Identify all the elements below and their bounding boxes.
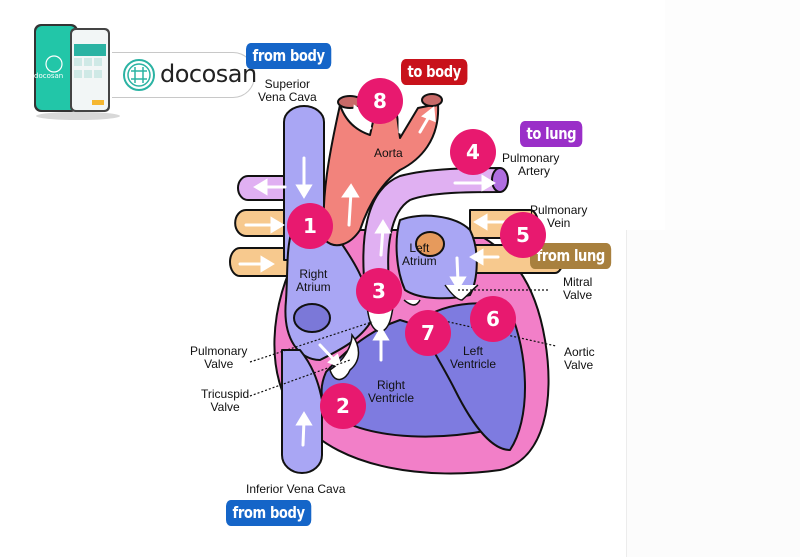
label-aortic-valve: Aortic Valve — [564, 346, 595, 372]
label-line: Atrium — [296, 280, 331, 294]
label-right-ventricle: Right Ventricle — [368, 379, 414, 405]
label-right-atrium: Right Atrium — [296, 268, 331, 294]
right-atrium-opening — [293, 303, 331, 333]
phone-screen-label: docosan — [34, 72, 64, 80]
badge-from-body-top: from body — [246, 43, 332, 69]
step-marker-6: 6 — [470, 296, 516, 342]
step-marker-1: 1 — [287, 203, 333, 249]
left-atrium-opening — [415, 231, 445, 257]
background-panel-top-right — [665, 0, 800, 230]
badge-to-lung: to lung — [520, 121, 583, 147]
tricuspid-valve-shape — [329, 332, 360, 381]
label-line: Atrium — [402, 254, 437, 268]
aortic-valve-shape — [403, 299, 421, 306]
label-line: Left — [463, 344, 484, 358]
brand-name: docosan — [160, 60, 257, 88]
step-marker-4: 4 — [450, 129, 496, 175]
label-line: Valve — [563, 288, 593, 302]
label-line: Pulmonary — [502, 151, 560, 165]
label-line: Tricuspid — [201, 387, 250, 401]
step-marker-2: 2 — [320, 383, 366, 429]
step-marker-8: 8 — [357, 78, 403, 124]
label-line: Vein — [547, 216, 571, 230]
badge-to-body: to body — [401, 59, 468, 85]
label-line: Valve — [204, 357, 234, 371]
label-line: Pulmonary — [190, 344, 248, 358]
mitral-valve-shape — [444, 284, 479, 301]
label-pulmonary-artery: Pulmonary Artery — [502, 152, 559, 178]
label-tricuspid-valve: Tricuspid Valve — [201, 388, 249, 414]
label-mitral-valve: Mitral Valve — [563, 276, 592, 302]
label-line: Valve — [564, 358, 594, 372]
docosan-logo-icon — [123, 59, 155, 91]
label-line: Mitral — [563, 275, 593, 289]
label-line: Aortic — [564, 345, 595, 359]
label-line: Pulmonary — [530, 203, 588, 217]
background-panel-right — [626, 230, 800, 557]
label-line: Valve — [210, 400, 240, 414]
label-superior-vena-cava: Superior Vena Cava — [258, 78, 317, 104]
step-marker-5: 5 — [500, 212, 546, 258]
label-left-ventricle: Left Ventricle — [450, 345, 496, 371]
label-line: Ventricle — [450, 357, 497, 371]
label-line: Vena Cava — [258, 90, 317, 104]
label-left-atrium: Left Atrium — [402, 242, 437, 268]
step-marker-3: 3 — [356, 268, 402, 314]
left-pulmonary-vein-upper — [234, 209, 293, 237]
label-line: Right — [299, 267, 328, 281]
label-line: Left — [409, 241, 430, 255]
badge-from-lung: from lung — [530, 243, 612, 269]
label-line: Artery — [518, 164, 551, 178]
label-line: Right — [377, 378, 406, 392]
label-line: Ventricle — [368, 391, 415, 405]
leader-tricuspid-valve — [249, 359, 351, 397]
badge-from-body-bottom: from body — [226, 500, 312, 526]
step-marker-7: 7 — [405, 310, 451, 356]
label-line: Superior — [264, 77, 311, 91]
label-pulmonary-vein: Pulmonary Vein — [530, 204, 587, 230]
phone-mockup-icon — [34, 24, 120, 120]
label-aorta: Aorta — [374, 146, 403, 160]
leader-pulmonary-valve — [249, 321, 373, 363]
label-pulmonary-valve: Pulmonary Valve — [190, 345, 247, 371]
label-inferior-vena-cava: Inferior Vena Cava — [246, 482, 346, 496]
